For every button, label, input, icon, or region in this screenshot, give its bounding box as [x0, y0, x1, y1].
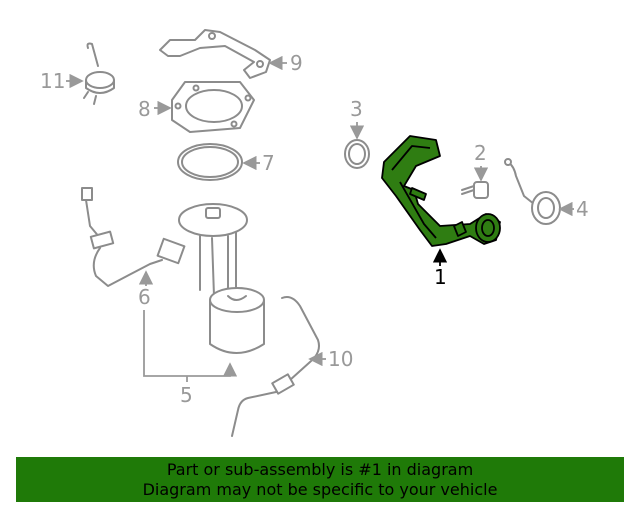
banner-line-2: Diagram may not be specific to your vehi…: [142, 480, 498, 499]
part-5-pump-module: [178, 203, 265, 354]
part-3-o-ring: [344, 139, 370, 169]
banner-line-1: Part or sub-assembly is #1 in diagram: [166, 460, 474, 479]
callout-10: 10: [328, 347, 353, 371]
part-8-plate: [171, 81, 255, 133]
part-4-fuel-cap: [504, 158, 561, 225]
info-banner: Part or sub-assembly is #1 in diagram Di…: [16, 457, 624, 502]
part-6-harness: [81, 187, 186, 287]
callout-1: 1: [434, 265, 447, 289]
callout-5: 5: [180, 383, 193, 407]
callout-3: 3: [350, 97, 363, 121]
callout-4: 4: [576, 197, 589, 221]
parts-diagram: 11 9 8 7 6: [40, 29, 589, 437]
callout-6: 6: [138, 285, 151, 309]
part-7-seal: [177, 143, 243, 181]
part-11-valve: [83, 42, 115, 105]
callout-11: 11: [40, 69, 65, 93]
callout-8: 8: [138, 97, 151, 121]
part-2-bolt: [461, 181, 489, 199]
part-1-filler-pipe: [381, 135, 501, 247]
part-9-bracket: [159, 29, 271, 79]
callout-9: 9: [290, 51, 303, 75]
callout-7: 7: [262, 151, 275, 175]
callout-2: 2: [474, 141, 487, 165]
